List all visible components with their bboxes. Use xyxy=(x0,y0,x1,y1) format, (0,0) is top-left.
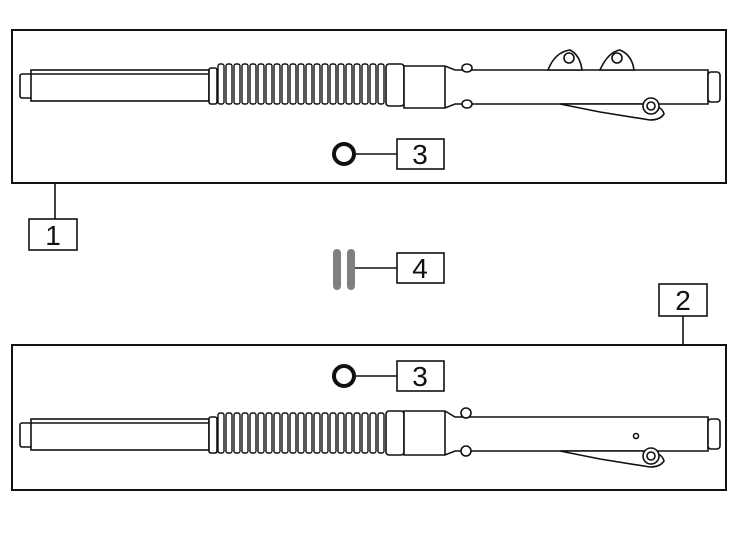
callout-box-3-bottom xyxy=(396,360,445,392)
callout-label-4: 4 xyxy=(412,253,428,284)
callout-box-1 xyxy=(28,218,78,251)
dust-seal-icon-left xyxy=(333,249,341,290)
callout-box-2 xyxy=(658,283,708,317)
fork-2-drawing xyxy=(19,407,721,468)
fork-1-drawing xyxy=(19,49,721,121)
oil-seal-ring-top xyxy=(332,142,356,166)
callout-box-4 xyxy=(396,252,445,284)
dust-seal-icon-right xyxy=(347,249,355,290)
callout-label-3-bottom: 3 xyxy=(412,361,428,392)
oil-seal-ring-bottom xyxy=(332,364,356,388)
callout-label-2: 2 xyxy=(675,285,691,316)
callout-label-3-top: 3 xyxy=(412,139,428,170)
callout-label-1: 1 xyxy=(45,220,61,251)
callout-box-3-top xyxy=(396,138,445,170)
